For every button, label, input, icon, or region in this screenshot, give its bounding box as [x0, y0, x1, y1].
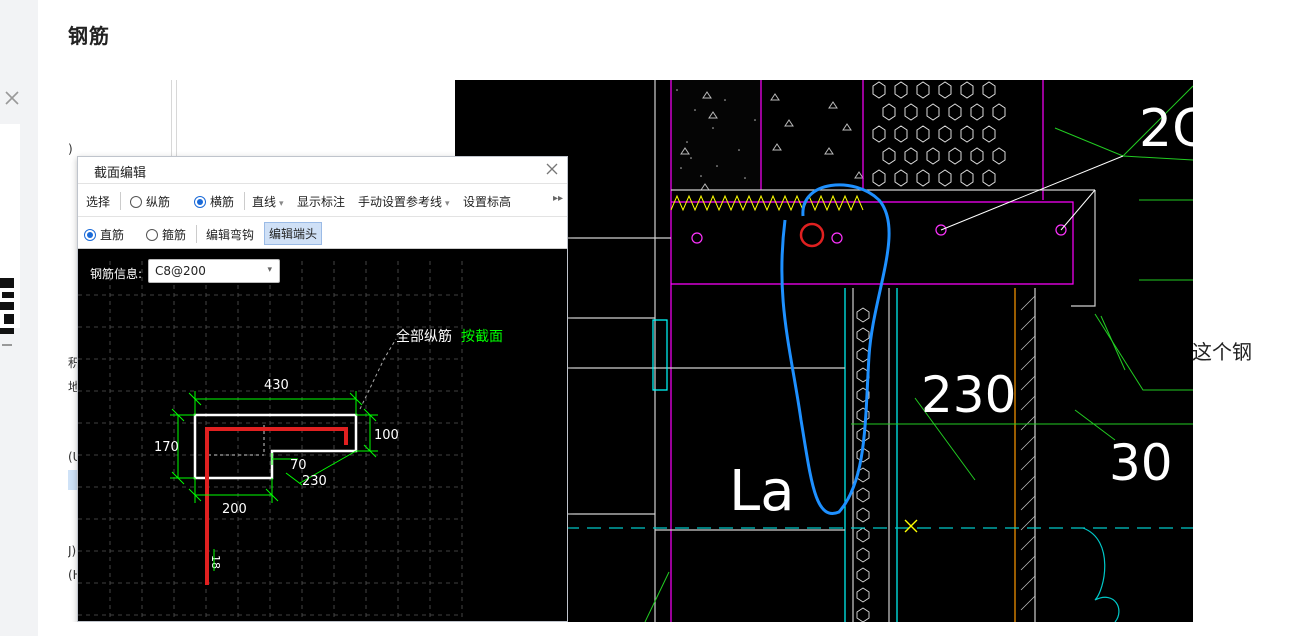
dim-label: 430 — [264, 378, 289, 393]
cad-label: 30 — [1109, 434, 1173, 492]
radio-off-icon — [146, 229, 158, 241]
edit-end-button[interactable]: 编辑端头 — [264, 222, 323, 245]
concrete-hatch — [676, 89, 756, 179]
chevron-down-icon: ▾ — [279, 199, 284, 209]
question-screenshot: ) 积 地 (U J) (H — [68, 80, 1193, 622]
rebar-info-label: 钢筋信息: — [90, 267, 143, 281]
select-label: 选择 — [86, 195, 111, 209]
radio-longitudinal[interactable]: 纵筋 — [130, 193, 170, 210]
radio-on-icon — [84, 229, 96, 241]
section-canvas[interactable]: 全部纵筋 按截面 430 170 100 70 230 200 18 钢筋信息:… — [78, 249, 567, 621]
dialog-title: 截面编辑 — [94, 166, 147, 181]
section-drawing: 全部纵筋 按截面 430 170 100 70 230 200 18 — [78, 261, 503, 621]
rebar-red — [205, 427, 348, 585]
edit-hook-button[interactable]: 编辑弯钩 — [206, 228, 255, 242]
close-icon[interactable] — [2, 88, 22, 108]
section-edit-dialog: 截面编辑 选择 纵筋 横筋 直线▾ 显示标注 手动设置参考线▾ 设置标高 ▸▸ … — [77, 156, 568, 622]
dialog-titlebar[interactable]: 截面编辑 — [78, 157, 567, 183]
radio-on-icon — [194, 196, 206, 208]
cad-viewport[interactable]: 2C 230 30 La — [455, 80, 1193, 622]
qr-code-icon — [0, 278, 14, 346]
dialog-toolbar-primary: 选择 纵筋 横筋 直线▾ 显示标注 手动设置参考线▾ 设置标高 ▸▸ — [78, 183, 567, 217]
question-title: 钢筋 — [68, 24, 110, 48]
insulation-hatch — [872, 81, 1006, 187]
chevron-down-icon: ▾ — [445, 199, 450, 209]
insulation-strip — [856, 307, 870, 622]
dim-label: 18 — [209, 555, 222, 569]
left-side-panel — [0, 0, 38, 636]
chevron-down-icon: ▾ — [267, 265, 272, 275]
annotation-section-link[interactable]: 按截面 — [461, 329, 503, 345]
question-side-note: 这个钢 — [1192, 340, 1252, 364]
highlight-circle — [799, 222, 825, 248]
radio-transverse[interactable]: 横筋 — [194, 193, 234, 210]
stub-text: ) — [68, 142, 73, 156]
dialog-toolbar-secondary: 直筋 箍筋 编辑弯钩 编辑端头 — [78, 217, 567, 249]
annotation-all-text: 全部纵筋 — [396, 328, 452, 345]
dim-label: 70 — [290, 458, 307, 473]
dim-label: 100 — [374, 428, 399, 443]
line-type-dropdown[interactable]: 直线▾ — [252, 195, 284, 209]
dim-label: 230 — [302, 474, 327, 489]
cad-label: La — [729, 459, 795, 524]
dim-label: 170 — [154, 440, 179, 455]
rebar-info-select[interactable]: C8@200 ▾ — [148, 259, 280, 283]
show-annotation-button[interactable]: 显示标注 — [297, 195, 346, 209]
hand-annotation — [780, 183, 891, 515]
manual-ref-line-dropdown[interactable]: 手动设置参考线▾ — [358, 195, 450, 209]
stub-text: J) — [68, 544, 77, 558]
rebar-dots — [691, 224, 1067, 244]
cad-label: 2C — [1139, 99, 1193, 159]
selected-row — [68, 470, 78, 490]
radio-off-icon — [130, 196, 142, 208]
radio-straight[interactable]: 直筋 — [84, 226, 124, 243]
set-elevation-button[interactable]: 设置标高 — [463, 195, 512, 209]
toolbar-overflow-icon[interactable]: ▸▸ — [552, 193, 563, 204]
radio-stirrup[interactable]: 箍筋 — [146, 226, 186, 243]
section-outline — [193, 413, 358, 480]
close-icon[interactable] — [543, 160, 561, 178]
qr-card — [0, 124, 20, 346]
dim-label: 200 — [222, 502, 247, 517]
cad-label: 230 — [921, 366, 1016, 424]
cad-drawing: 2C 230 30 La — [455, 80, 1193, 622]
